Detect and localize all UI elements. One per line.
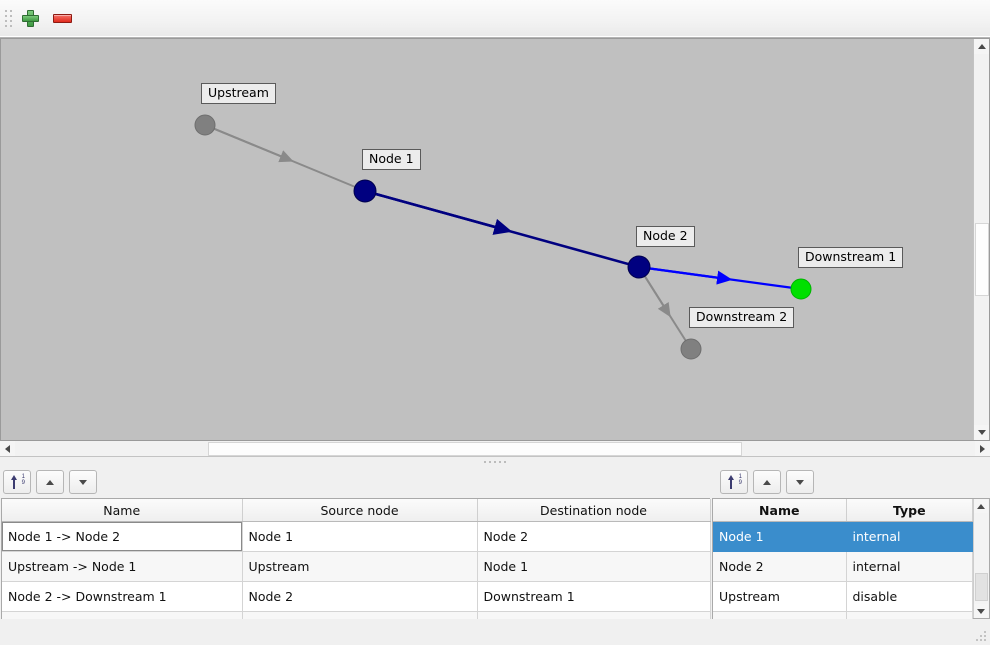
triangle-left-icon (5, 444, 10, 453)
scroll-down-button[interactable] (974, 604, 988, 618)
triangle-down-icon (79, 479, 87, 485)
canvas-vertical-scrollbar[interactable] (973, 39, 989, 440)
scroll-up-button[interactable] (974, 499, 988, 513)
cell-source-node[interactable]: Node 2 (242, 581, 478, 612)
triangle-down-icon (977, 430, 986, 435)
node-node2[interactable] (627, 255, 651, 279)
edges-move-up-button[interactable] (36, 470, 64, 494)
scroll-left-button[interactable] (0, 441, 15, 456)
table-row[interactable]: Node 2 internal (713, 551, 973, 582)
remove-button[interactable] (47, 4, 77, 34)
graph-nodes (194, 114, 812, 360)
column-header-type[interactable]: Type (846, 499, 973, 522)
main-toolbar (0, 0, 990, 38)
cell-source-node[interactable]: Node 1 (242, 521, 478, 552)
cell-type[interactable]: internal (846, 551, 973, 582)
window-resize-grip[interactable] (976, 631, 988, 643)
cell-name[interactable]: Upstream (713, 581, 847, 612)
graph-canvas[interactable]: Upstream Node 1 Node 2 Downstream 1 Down… (0, 38, 990, 441)
nodes-move-down-button[interactable] (786, 470, 814, 494)
table-row[interactable]: Node 2 -> Downstream 1 Node 2 Downstream… (2, 581, 711, 612)
edge-node1-node2-arrow (364, 189, 513, 235)
cell-destination-node[interactable]: Node 1 (477, 551, 711, 582)
scroll-down-button[interactable] (974, 425, 989, 440)
nodes-table-scrollbar[interactable] (973, 499, 989, 618)
cell-name[interactable]: Node 2 -> Downstream 1 (2, 581, 243, 612)
scroll-up-button[interactable] (974, 39, 989, 54)
scroll-thumb-horizontal[interactable] (207, 442, 743, 456)
table-header-row: Name Type (713, 499, 973, 522)
cell-destination-node[interactable]: Downstream 1 (477, 581, 711, 612)
minus-icon (52, 14, 72, 23)
table-row[interactable]: Upstream disable (713, 581, 973, 612)
graph-svg (194, 114, 812, 360)
table-row[interactable]: Node 1 internal (713, 521, 973, 552)
edges-table-container[interactable]: Name Source node Destination node Node 1… (1, 498, 711, 642)
canvas-horizontal-scrollbar[interactable] (0, 441, 990, 457)
panel-splitter[interactable] (0, 457, 990, 466)
node-node1[interactable] (353, 179, 377, 203)
node-label-downstream1[interactable]: Downstream 1 (798, 247, 904, 268)
nodes-table: Name Type Node 1 internal Node 2 interna… (713, 499, 973, 642)
edge-node2-downstream1-arrow (638, 265, 733, 285)
node-label-downstream2[interactable]: Downstream 2 (689, 307, 795, 328)
cell-source-node[interactable]: Upstream (242, 551, 478, 582)
cell-name[interactable]: Node 2 (713, 551, 847, 582)
scroll-thumb-vertical[interactable] (975, 223, 989, 296)
plus-icon (21, 10, 39, 27)
add-button[interactable] (15, 4, 45, 34)
cell-destination-node[interactable]: Node 2 (477, 521, 711, 552)
column-header-name[interactable]: Name (713, 499, 847, 522)
node-label-node1[interactable]: Node 1 (362, 149, 421, 170)
cell-name[interactable]: Node 1 (713, 521, 847, 552)
node-label-node2[interactable]: Node 2 (636, 226, 695, 247)
edge-upstream-node1-arrow (204, 124, 294, 163)
toolbar-drag-grip[interactable] (3, 8, 13, 30)
column-header-name[interactable]: Name (2, 499, 243, 522)
table-row[interactable]: Upstream -> Node 1 Upstream Node 1 (2, 551, 711, 582)
cell-name[interactable]: Upstream -> Node 1 (2, 551, 243, 582)
triangle-up-icon (763, 479, 771, 485)
node-label-upstream[interactable]: Upstream (201, 83, 276, 104)
edges-move-down-button[interactable] (69, 470, 97, 494)
node-upstream[interactable] (194, 114, 216, 136)
node-downstream2[interactable] (680, 338, 702, 360)
nodes-table-container[interactable]: Name Type Node 1 internal Node 2 interna… (712, 498, 990, 642)
triangle-down-icon (796, 479, 804, 485)
scroll-thumb-vertical[interactable] (975, 572, 988, 602)
triangle-up-icon (46, 479, 54, 485)
triangle-down-icon (977, 608, 985, 614)
column-header-destination-node[interactable]: Destination node (477, 499, 711, 522)
triangle-up-icon (977, 503, 985, 509)
nodes-move-up-button[interactable] (753, 470, 781, 494)
cell-name[interactable]: Node 1 -> Node 2 (2, 521, 243, 552)
node-downstream1[interactable] (790, 278, 812, 300)
table-header-row: Name Source node Destination node (2, 499, 711, 522)
triangle-right-icon (980, 444, 985, 453)
cell-type[interactable]: internal (846, 521, 973, 552)
table-row[interactable]: Node 1 -> Node 2 Node 1 Node 2 (2, 521, 711, 552)
column-header-source-node[interactable]: Source node (242, 499, 478, 522)
status-bar (0, 619, 990, 645)
cell-type[interactable]: disable (846, 581, 973, 612)
scroll-right-button[interactable] (975, 441, 990, 456)
graph-edges (204, 124, 802, 350)
triangle-up-icon (977, 44, 986, 49)
